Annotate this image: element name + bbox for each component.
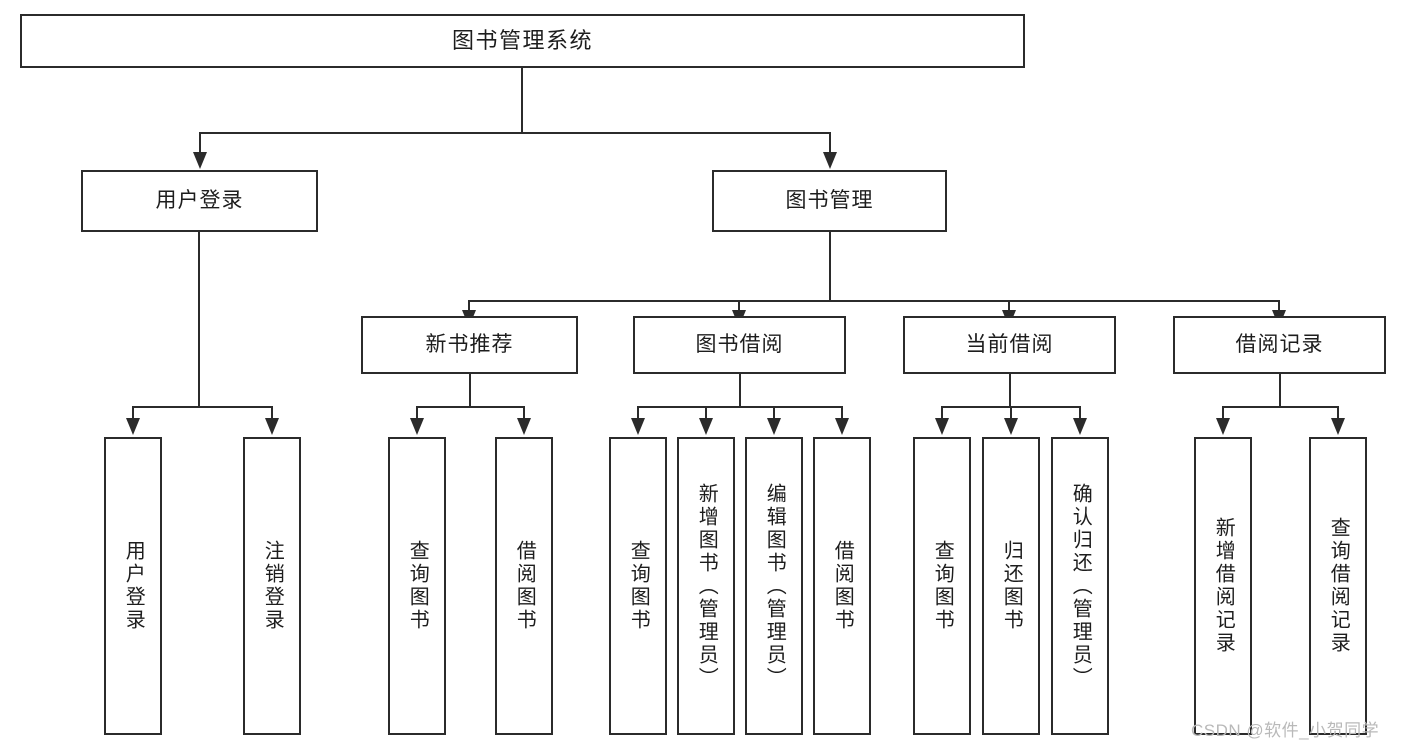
arrow-to-user-login: [193, 152, 207, 169]
leaf-confirm-return-admin[interactable]: 确认归还（管理员）: [1051, 437, 1109, 735]
leaf-borrow-book[interactable]: 借阅图书: [813, 437, 871, 735]
connector-root-bus: [199, 132, 831, 134]
leaf-query-book-borrow[interactable]: 查询图书: [609, 437, 667, 735]
arrow-to-leaf-edit-book: [767, 418, 781, 435]
connector-level3-drop-4: [1278, 300, 1280, 314]
leaf-add-book-admin[interactable]: 新增图书（管理员）: [677, 437, 735, 735]
connector-book-borrow-stem: [739, 374, 741, 408]
arrow-to-book-management: [823, 152, 837, 169]
node-label: 借阅图书: [513, 540, 536, 632]
arrow-to-leaf-query-record: [1331, 418, 1345, 435]
connector-current-borrow-stem: [1009, 374, 1011, 408]
node-label: 新增借阅记录: [1212, 517, 1235, 655]
leaf-edit-book-admin[interactable]: 编辑图书（管理员）: [745, 437, 803, 735]
node-label: 当前借阅: [965, 333, 1054, 357]
arrow-to-leaf-query-book-cb: [935, 418, 949, 435]
leaf-query-borrow-record[interactable]: 查询借阅记录: [1309, 437, 1367, 735]
connector-borrow-record-stem: [1279, 374, 1281, 408]
connector-book-borrow-drop-2: [705, 406, 707, 420]
node-label: 查询图书: [406, 540, 429, 632]
arrow-to-leaf-user-login: [126, 418, 140, 435]
node-label: 查询图书: [627, 540, 650, 632]
arrow-to-leaf-confirm-return: [1073, 418, 1087, 435]
node-label: 确认归还（管理员）: [1069, 482, 1092, 690]
node-label: 查询借阅记录: [1327, 517, 1350, 655]
arrow-to-leaf-query-book-nb: [410, 418, 424, 435]
leaf-return-book[interactable]: 归还图书: [982, 437, 1040, 735]
leaf-borrow-book-new-recommend[interactable]: 借阅图书: [495, 437, 553, 735]
arrow-to-leaf-add-record: [1216, 418, 1230, 435]
node-label: 用户登录: [155, 189, 244, 213]
node-label: 借阅记录: [1235, 333, 1324, 357]
node-label: 新书推荐: [425, 333, 514, 357]
node-label: 注销登录: [261, 540, 284, 632]
leaf-query-book-new-recommend[interactable]: 查询图书: [388, 437, 446, 735]
arrow-to-leaf-borrow-book-nb: [517, 418, 531, 435]
arrow-to-leaf-logout: [265, 418, 279, 435]
arrow-to-leaf-borrow-book-bb: [835, 418, 849, 435]
node-borrow-record[interactable]: 借阅记录: [1173, 316, 1386, 374]
node-label: 借阅图书: [831, 540, 854, 632]
connector-root-stem: [521, 68, 523, 134]
connector-book-borrow-bus: [637, 406, 843, 408]
connector-new-book-drop-2: [523, 406, 525, 420]
node-user-login[interactable]: 用户登录: [81, 170, 318, 232]
leaf-logout[interactable]: 注销登录: [243, 437, 301, 735]
arrow-to-leaf-return-book: [1004, 418, 1018, 435]
node-current-borrow[interactable]: 当前借阅: [903, 316, 1116, 374]
connector-book-management-stem: [829, 232, 831, 302]
leaf-add-borrow-record[interactable]: 新增借阅记录: [1194, 437, 1252, 735]
connector-borrow-record-drop-2: [1337, 406, 1339, 420]
connector-current-borrow-drop-1: [941, 406, 943, 420]
node-book-management[interactable]: 图书管理: [712, 170, 947, 232]
node-label: 编辑图书（管理员）: [763, 482, 786, 690]
connector-user-login-drop-1: [132, 406, 134, 420]
node-new-book-recommend[interactable]: 新书推荐: [361, 316, 578, 374]
connector-borrow-record-bus: [1222, 406, 1337, 408]
connector-new-book-bus: [416, 406, 523, 408]
connector-level3-bus: [468, 300, 1280, 302]
connector-current-borrow-drop-3: [1079, 406, 1081, 420]
connector-new-book-drop-1: [416, 406, 418, 420]
node-book-borrow[interactable]: 图书借阅: [633, 316, 846, 374]
leaf-user-login[interactable]: 用户登录: [104, 437, 162, 735]
connector-new-book-stem: [469, 374, 471, 408]
node-label: 用户登录: [122, 540, 145, 632]
leaf-query-book-current[interactable]: 查询图书: [913, 437, 971, 735]
connector-book-borrow-drop-1: [637, 406, 639, 420]
connector-book-borrow-drop-4: [841, 406, 843, 420]
connector-user-login-drop-2: [271, 406, 273, 420]
connector-user-login-stem: [198, 232, 200, 408]
connector-root-drop-left: [199, 132, 201, 154]
connector-level3-drop-1: [468, 300, 470, 314]
connector-root-drop-right: [829, 132, 831, 154]
node-label: 查询图书: [931, 540, 954, 632]
connector-level3-drop-3: [1008, 300, 1010, 314]
connector-borrow-record-drop-1: [1222, 406, 1224, 420]
arrow-to-leaf-query-book-bb: [631, 418, 645, 435]
connector-user-login-bus: [132, 406, 271, 408]
connector-book-borrow-drop-3: [773, 406, 775, 420]
node-label: 图书管理系统: [451, 27, 593, 53]
node-root-book-management-system[interactable]: 图书管理系统: [20, 14, 1025, 68]
node-label: 图书管理: [785, 189, 874, 213]
node-label: 归还图书: [1000, 540, 1023, 632]
arrow-to-leaf-add-book: [699, 418, 713, 435]
node-label: 图书借阅: [695, 333, 784, 357]
node-label: 新增图书（管理员）: [695, 482, 718, 690]
connector-level3-drop-2: [738, 300, 740, 314]
connector-current-borrow-drop-2: [1010, 406, 1012, 420]
